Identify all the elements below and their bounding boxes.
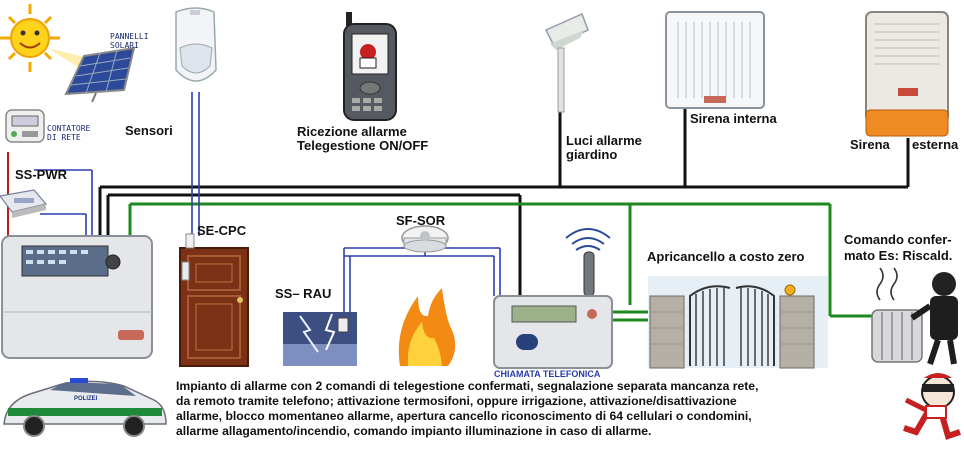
- black-bus-wiring: [98, 108, 910, 296]
- motion-sensor-icon: [175, 7, 217, 82]
- thief-mascot-icon: [903, 373, 961, 440]
- se-cpc-label: SE-CPC: [197, 223, 247, 238]
- control-panel-icon: [1, 235, 153, 359]
- ss-pwr-label: SS-PWR: [15, 167, 67, 182]
- person-icon: [910, 272, 958, 365]
- smoke-detector-icon: [401, 225, 449, 253]
- gate-label: Apricancello a costo zero: [647, 249, 805, 264]
- external-siren-label-b: esterna: [912, 137, 959, 152]
- police-car-icon: [3, 378, 167, 437]
- external-siren-icon: [865, 11, 949, 137]
- system-description: Impianto di allarme con 2 comandi di tel…: [176, 379, 759, 438]
- solar-panels-label: PANNELLI SOLARI: [110, 32, 149, 50]
- energy-meter-icon: [5, 109, 45, 143]
- energy-meter-label: CONTATORE DI RETE: [47, 124, 91, 142]
- door-icon: [179, 233, 249, 367]
- garden-lights-label: Luci allarme giardino: [566, 133, 642, 162]
- sf-sor-label: SF-SOR: [396, 213, 446, 228]
- sun-icon: [0, 4, 60, 72]
- confirmed-command-label: Comando confer- mato Es: Riscald.: [844, 232, 953, 263]
- solar-panel-icon: [64, 46, 136, 103]
- garden-light-icon: [544, 12, 589, 113]
- lightning-storm-icon: [283, 312, 357, 366]
- radiator-icon: [871, 267, 923, 363]
- alarm-reception-label: Ricezione allarme Telegestione ON/OFF: [297, 124, 429, 153]
- pda-phone-icon: [343, 12, 397, 121]
- internal-siren-label: Sirena interna: [690, 111, 777, 126]
- fire-icon: [398, 288, 456, 366]
- ss-pwr-module-icon: [0, 189, 48, 218]
- police-car-text: POLIZEI: [74, 396, 98, 402]
- gsm-dialer-icon: [493, 228, 613, 369]
- sensors-label: Sensori: [125, 123, 173, 138]
- internal-siren-icon: [665, 11, 765, 109]
- external-siren-label-a: Sirena: [850, 137, 890, 152]
- phone-call-label: CHIAMATA TELEFONICA: [494, 369, 601, 379]
- automatic-gate-icon: [648, 276, 828, 369]
- ss-rau-label: SS– RAU: [275, 286, 332, 301]
